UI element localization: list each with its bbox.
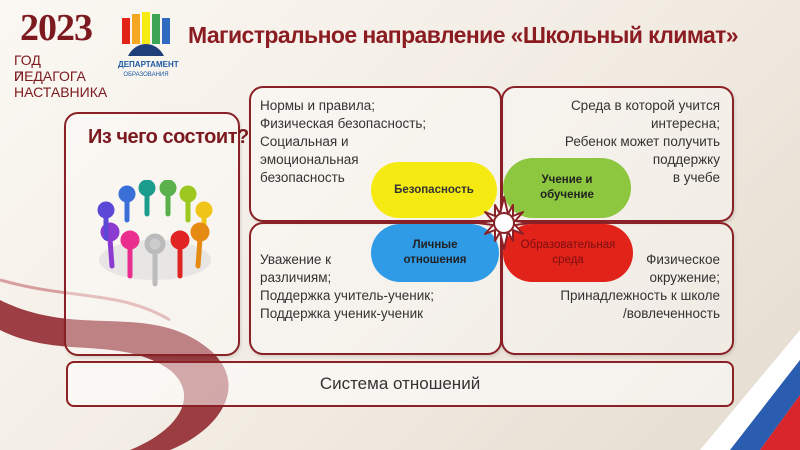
text-line: Физическое [646,252,720,267]
pill-relations-line-1: Личные [412,239,458,251]
department-emblem-icon [122,12,170,56]
pill-safety-label: Безопасность [394,183,474,196]
text-line: Уважение к [260,252,332,267]
pill-learning-line-2: обучение [540,189,594,201]
text-line: Физическая безопасность; [260,116,427,131]
pill-environment-line-2: среда [552,254,584,266]
quadrant-bottom-left-text: Уважение к различиям; Поддержка учитель-… [260,251,434,323]
text-line: /вовлеченность [622,306,720,321]
text-line: интересна; [650,116,720,131]
department-name: ДЕПАРТАМЕНТ [118,60,179,69]
text-line: Поддержка учитель-ученик; [260,288,434,303]
left-panel-question: Из чего состоит? [88,126,249,148]
text-line: Нормы и правила; [260,98,375,113]
logo-line-1: ГОД ПЕДАГОГА [14,52,86,84]
text-line: Поддержка ученик-ученик [260,306,424,321]
pill-safety: Безопасность [371,162,497,218]
people-circle-illustration [97,180,213,287]
logo-year: 2023 [20,7,93,49]
page-title: Магистральное направление «Школьный клим… [188,22,739,48]
quadrant-bottom-right-text: Физическое окружение; Принадлежность к ш… [520,251,720,323]
text-line: в учебе [672,170,720,185]
sun-star-icon [477,196,531,250]
quadrant-top-left-text: Нормы и правила; Физическая безопасность… [260,97,426,187]
pill-learning: Учение и обучение [503,158,631,218]
text-line: эмоциональная [260,152,359,167]
text-line: Социальная и [260,134,349,149]
text-line: Принадлежность к школе [560,288,720,303]
text-line: окружение; [649,270,720,285]
footer-label: Система отношений [319,374,481,393]
pill-learning-line-1: Учение и [541,174,593,186]
pill-environment-line-1: Образовательная [520,239,616,251]
department-subname: ОБРАЗОВАНИЯ [123,72,169,78]
text-line: поддержку [652,152,720,167]
pill-relations-line-2: отношения [403,254,467,266]
text-line: Ребенок может получить [564,134,720,149]
logo-line-2: И НАСТАВНИКА [14,68,108,100]
department-logo: ДЕПАРТАМЕНТ ОБРАЗОВАНИЯ [118,10,179,84]
text-line: безопасность [260,170,345,185]
text-line: различиям; [260,270,332,285]
pill-environment: Образовательная среда [503,224,633,282]
footer-bar: Система отношений [66,361,734,407]
text-line: Среда в которой учится [570,98,720,113]
year-logo: 2023 ГОД ПЕДАГОГА И НАСТАВНИКА [14,6,114,100]
pill-relations: Личные отношения [371,224,499,282]
quadrant-top-right-text: Среда в которой учится интересна; Ребено… [520,97,720,187]
